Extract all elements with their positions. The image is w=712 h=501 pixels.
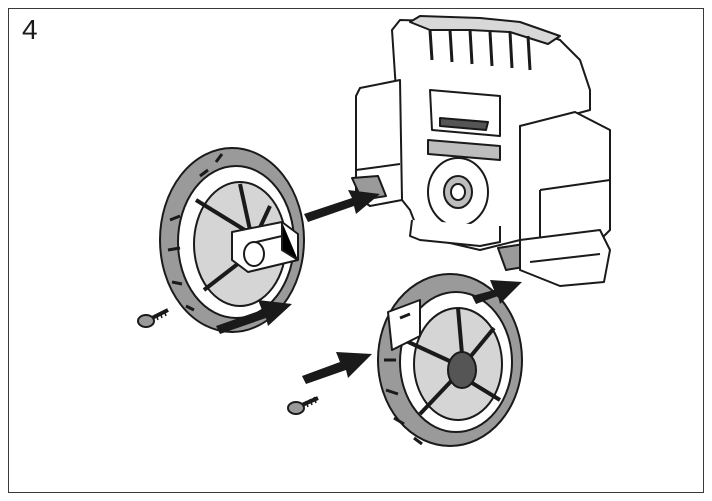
left-screw	[137, 308, 169, 328]
arrow-left-wheel-to-axle	[304, 190, 380, 222]
left-wheel	[159, 147, 305, 333]
right-wheel	[377, 273, 523, 447]
step-number: 4	[22, 14, 38, 45]
right-screw	[287, 396, 319, 415]
arrow-right-wheel-to-axle	[472, 280, 522, 304]
arrow-left-wheel-push	[216, 300, 292, 334]
arrow-right-wheel-push	[302, 352, 372, 384]
arrows	[216, 190, 522, 384]
pressure-washer-body	[351, 15, 611, 287]
